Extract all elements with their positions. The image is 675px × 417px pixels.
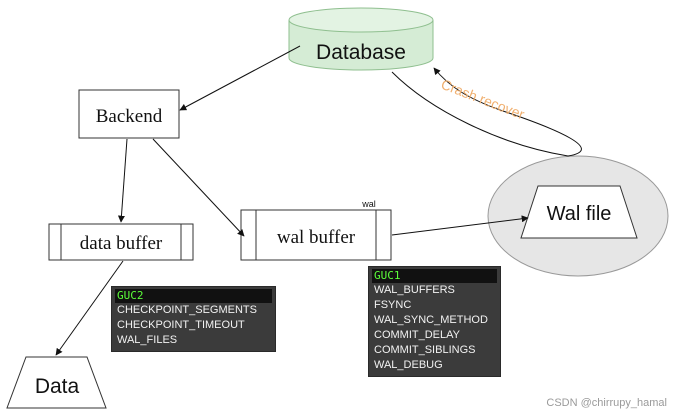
guc2-item: CHECKPOINT_SEGMENTS xyxy=(117,304,257,316)
data-buffer-label: data buffer xyxy=(80,233,163,254)
guc1-item: COMMIT_DELAY xyxy=(374,329,460,341)
crash-recover-return-curve xyxy=(391,71,569,157)
guc1-header: GUC1 xyxy=(372,269,497,283)
database-label: Database xyxy=(316,41,406,64)
guc1-item: COMMIT_SIBLINGS xyxy=(374,344,476,356)
arrow-backend-to-wal-buffer xyxy=(152,138,245,237)
arrow-wal-buffer-to-wal-file xyxy=(391,215,529,236)
wal-file-label: Wal file xyxy=(547,203,612,225)
arrow-database-to-backend xyxy=(179,45,301,111)
wal-file-node: Wal file xyxy=(520,185,638,239)
backend-label: Backend xyxy=(96,106,163,127)
guc2-header: GUC2 xyxy=(115,289,272,303)
guc2-panel: GUC2 CHECKPOINT_SEGMENTS CHECKPOINT_TIME… xyxy=(111,286,276,352)
guc1-panel: GUC1 WAL_BUFFERS FSYNC WAL_SYNC_METHOD C… xyxy=(368,266,501,377)
database-node: Database xyxy=(288,7,434,71)
arrow-data-buffer-to-data xyxy=(55,260,124,356)
data-label: Data xyxy=(35,375,80,398)
arrow-crash-recover xyxy=(433,67,582,157)
data-buffer-node: data buffer xyxy=(48,223,194,261)
wal-small-label: wal xyxy=(361,199,376,209)
watermark: CSDN @chirrupy_hamal xyxy=(546,397,667,409)
arrow-backend-to-data-buffer xyxy=(117,138,128,223)
guc1-item: WAL_DEBUG xyxy=(374,359,443,371)
guc1-item: WAL_SYNC_METHOD xyxy=(374,314,488,326)
backend-node: Backend xyxy=(78,89,180,139)
wal-buffer-node: wal buffer xyxy=(240,209,392,261)
data-node: Data xyxy=(6,356,107,409)
guc2-item: WAL_FILES xyxy=(117,334,178,346)
guc1-item: FSYNC xyxy=(374,299,412,311)
wal-buffer-label: wal buffer xyxy=(277,227,356,248)
guc1-item: WAL_BUFFERS xyxy=(374,284,455,296)
guc2-item: CHECKPOINT_TIMEOUT xyxy=(117,319,245,331)
